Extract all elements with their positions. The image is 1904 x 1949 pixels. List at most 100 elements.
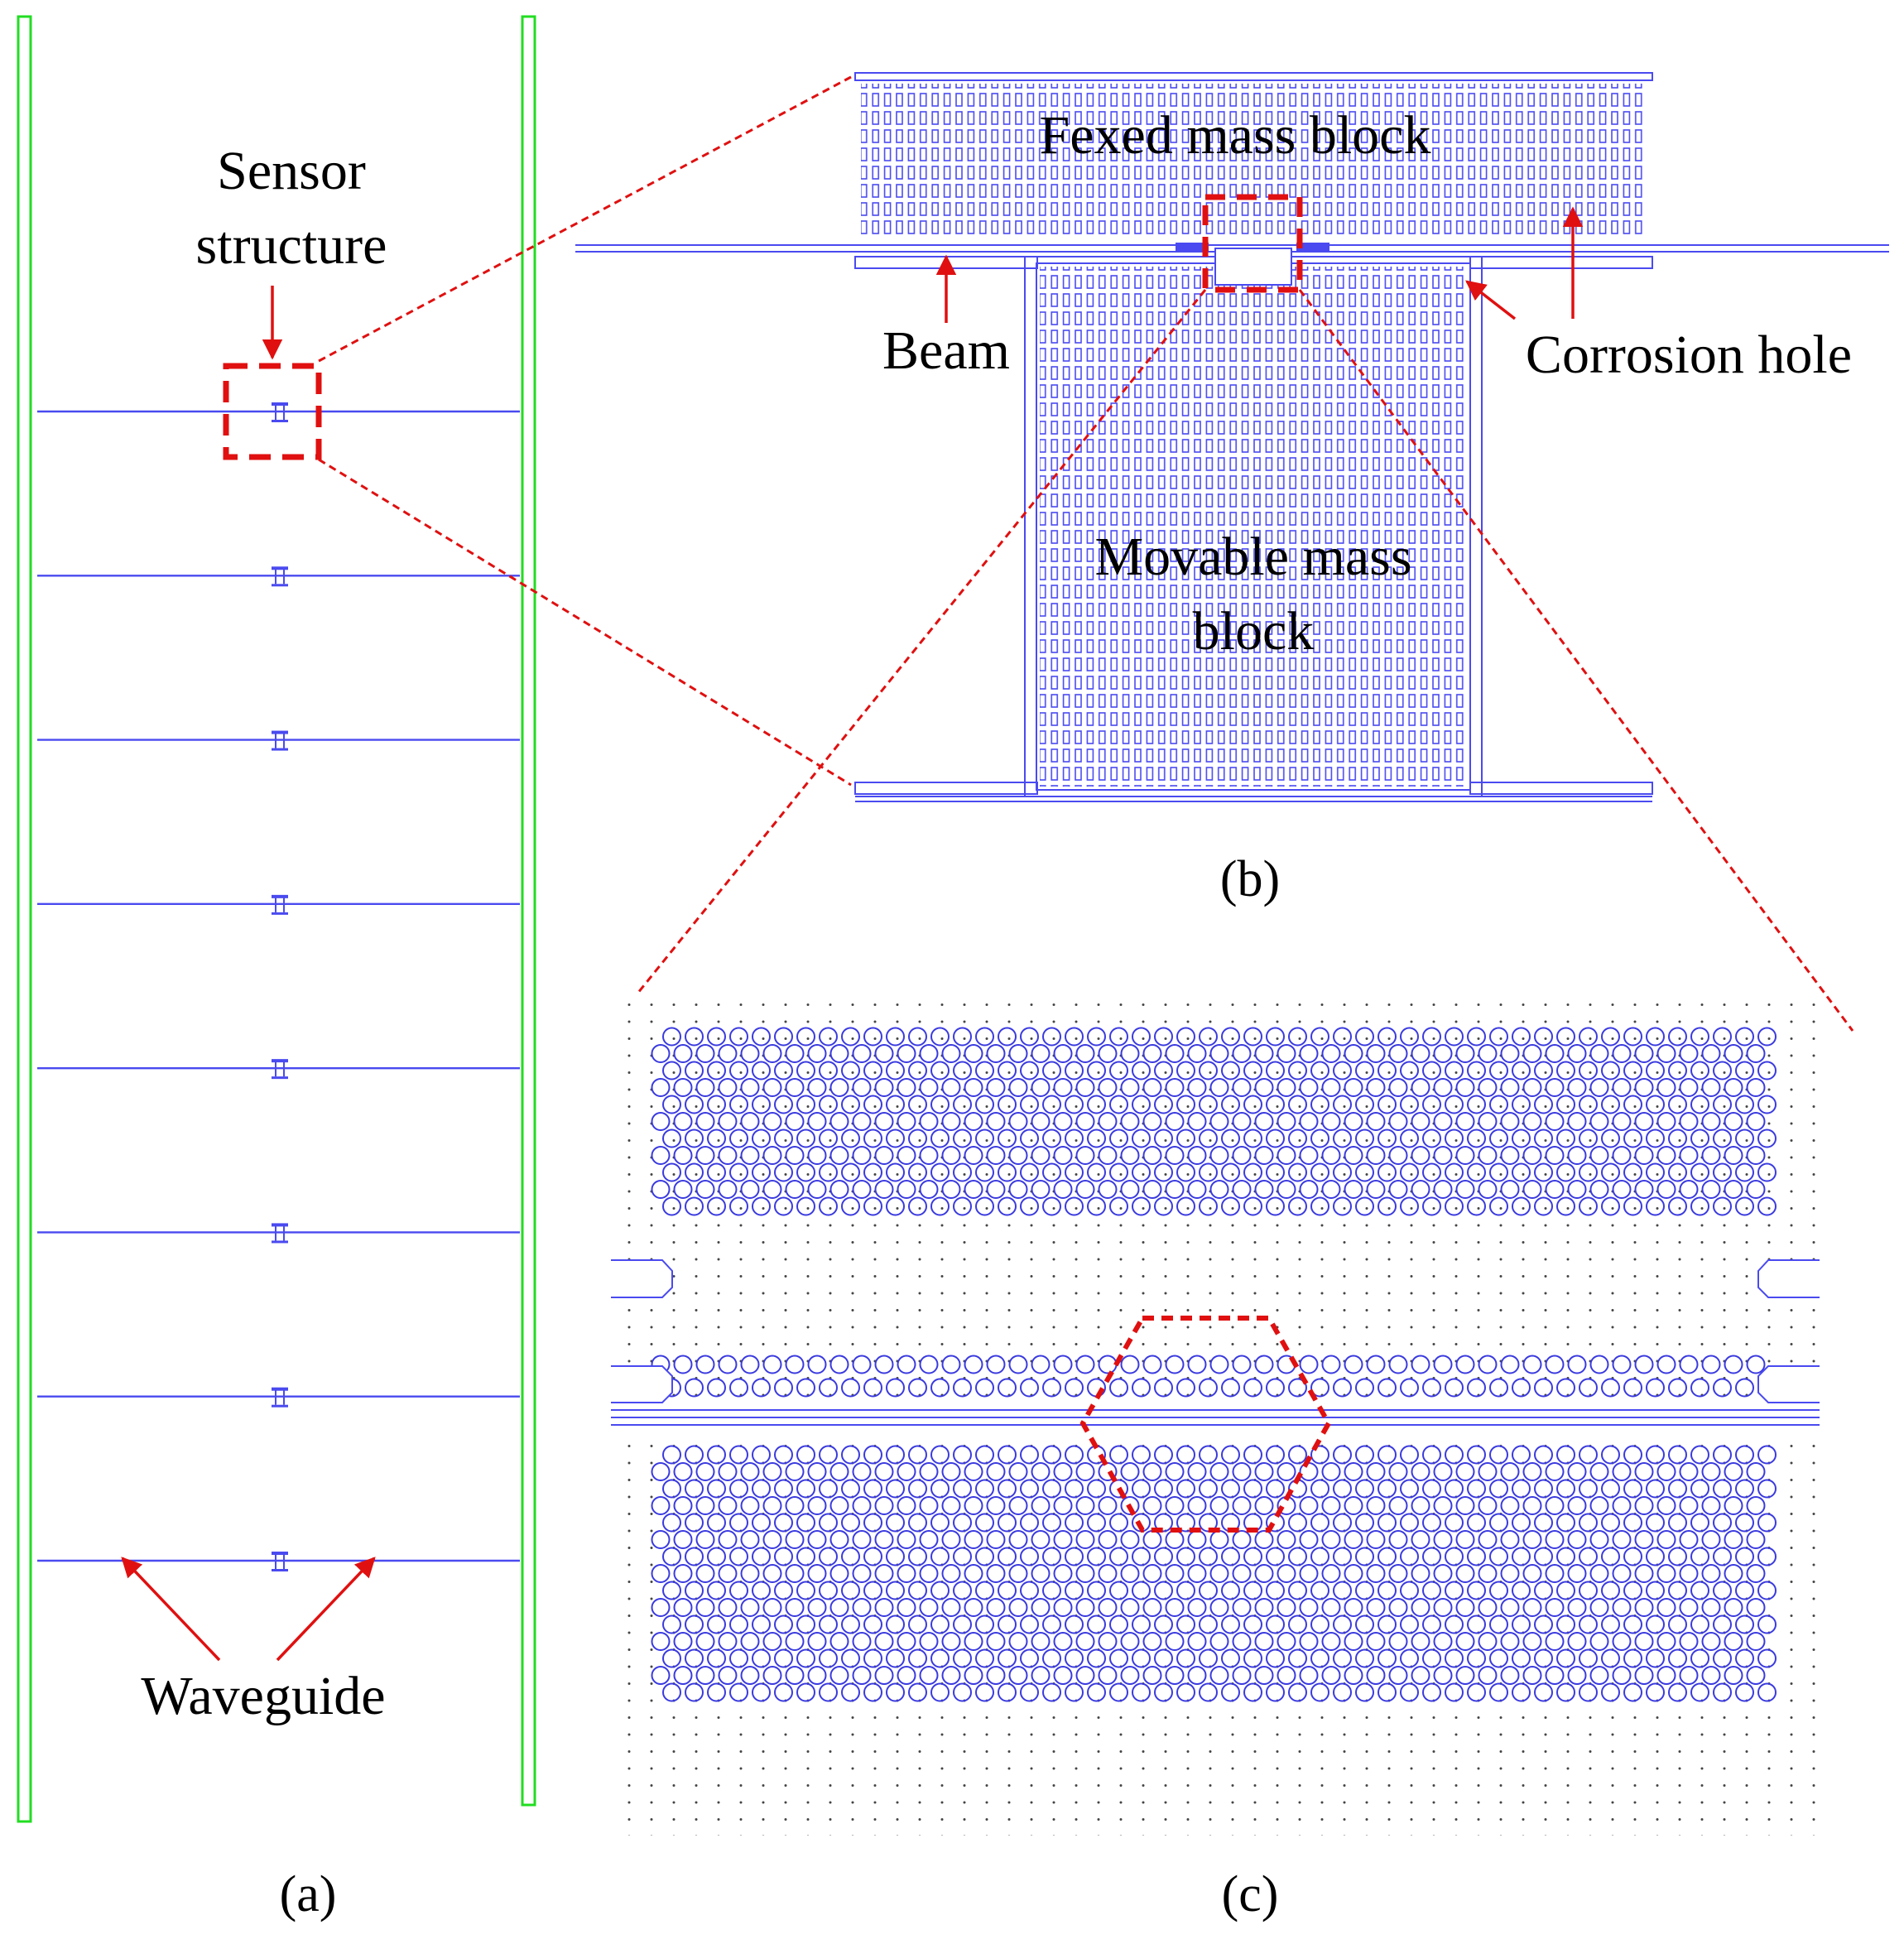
air-hole (662, 1513, 681, 1533)
air-hole (1366, 1044, 1386, 1063)
air-hole (1478, 1564, 1498, 1583)
air-hole (1545, 1530, 1565, 1549)
air-hole (1589, 1598, 1609, 1617)
air-hole (707, 1648, 726, 1668)
air-hole (729, 1378, 748, 1398)
air-hole (1411, 1530, 1430, 1549)
air-hole (1556, 1162, 1575, 1182)
air-hole (1310, 1615, 1329, 1634)
air-hole (729, 1513, 748, 1533)
air-hole (1333, 1581, 1352, 1600)
air-hole (1232, 1180, 1252, 1199)
air-hole (819, 1615, 838, 1634)
air-hole (1668, 1648, 1687, 1668)
air-hole (1388, 1044, 1408, 1063)
air-hole (1567, 1530, 1587, 1549)
air-hole (1366, 1632, 1386, 1651)
air-hole (774, 1378, 793, 1398)
air-hole (1008, 1462, 1028, 1481)
air-hole (1512, 1378, 1531, 1398)
air-hole (1724, 1564, 1743, 1583)
air-hole (1500, 1180, 1520, 1199)
air-hole (1422, 1581, 1441, 1600)
air-hole (1534, 1128, 1553, 1148)
air-hole (1109, 1378, 1128, 1398)
air-hole (1366, 1462, 1386, 1481)
air-hole (718, 1355, 738, 1374)
air-hole (718, 1666, 738, 1685)
air-hole (1679, 1530, 1699, 1549)
air-hole (841, 1648, 860, 1668)
air-hole (1199, 1445, 1218, 1465)
air-hole (1008, 1044, 1028, 1063)
air-hole (1500, 1564, 1520, 1583)
air-hole (1008, 1632, 1028, 1651)
air-hole (695, 1180, 715, 1199)
air-hole (762, 1078, 782, 1097)
air-hole (774, 1445, 793, 1465)
air-hole (1422, 1513, 1441, 1533)
air-hole (1656, 1496, 1676, 1515)
air-hole (1601, 1445, 1620, 1465)
air-hole (1142, 1496, 1162, 1515)
air-hole (1579, 1027, 1598, 1047)
air-hole (707, 1095, 726, 1114)
air-hole (1378, 1479, 1397, 1499)
air-hole (729, 1162, 748, 1182)
air-hole (1142, 1112, 1162, 1131)
air-hole (829, 1112, 849, 1131)
air-hole (1422, 1615, 1441, 1634)
air-hole (1098, 1180, 1118, 1199)
air-hole (752, 1196, 771, 1216)
air-hole (1567, 1078, 1587, 1097)
air-hole (1512, 1162, 1531, 1182)
air-hole (685, 1682, 704, 1702)
air-hole (1299, 1146, 1319, 1165)
air-hole (1299, 1564, 1319, 1583)
air-hole (685, 1479, 704, 1499)
air-hole (1209, 1078, 1229, 1097)
air-hole (1132, 1648, 1151, 1668)
air-hole (1277, 1180, 1296, 1199)
air-hole (1132, 1027, 1151, 1047)
air-hole (1735, 1196, 1754, 1216)
air-hole (740, 1666, 760, 1685)
air-hole (807, 1598, 827, 1617)
air-hole (1422, 1128, 1441, 1148)
air-hole (1746, 1078, 1766, 1097)
air-hole (1411, 1078, 1430, 1097)
air-hole (908, 1095, 927, 1114)
air-hole (1534, 1027, 1553, 1047)
air-hole (1042, 1128, 1061, 1148)
air-hole (919, 1564, 939, 1583)
air-hole (740, 1564, 760, 1583)
air-hole (1634, 1564, 1654, 1583)
air-hole (729, 1445, 748, 1465)
air-hole (874, 1180, 894, 1199)
air-hole (796, 1128, 815, 1148)
air-hole (1299, 1112, 1319, 1131)
air-hole (1243, 1615, 1262, 1634)
air-hole (1701, 1598, 1721, 1617)
air-hole (986, 1530, 1006, 1549)
air-hole (975, 1682, 994, 1702)
air-hole (1243, 1581, 1262, 1600)
air-hole (1411, 1355, 1430, 1374)
air-hole (1042, 1378, 1061, 1398)
air-hole (1601, 1162, 1620, 1182)
air-hole (1400, 1027, 1419, 1047)
air-hole (1500, 1496, 1520, 1515)
fixed-mass-corrosion-holes (861, 84, 1646, 236)
air-hole (1075, 1180, 1095, 1199)
air-hole (1567, 1564, 1587, 1583)
air-hole (908, 1682, 927, 1702)
air-hole (673, 1044, 693, 1063)
air-hole (1467, 1196, 1486, 1216)
air-hole (1634, 1180, 1654, 1199)
air-hole (1411, 1180, 1430, 1199)
air-hole (1199, 1095, 1218, 1114)
air-hole (1299, 1078, 1319, 1097)
air-hole (1321, 1044, 1341, 1063)
air-hole (1254, 1355, 1274, 1374)
